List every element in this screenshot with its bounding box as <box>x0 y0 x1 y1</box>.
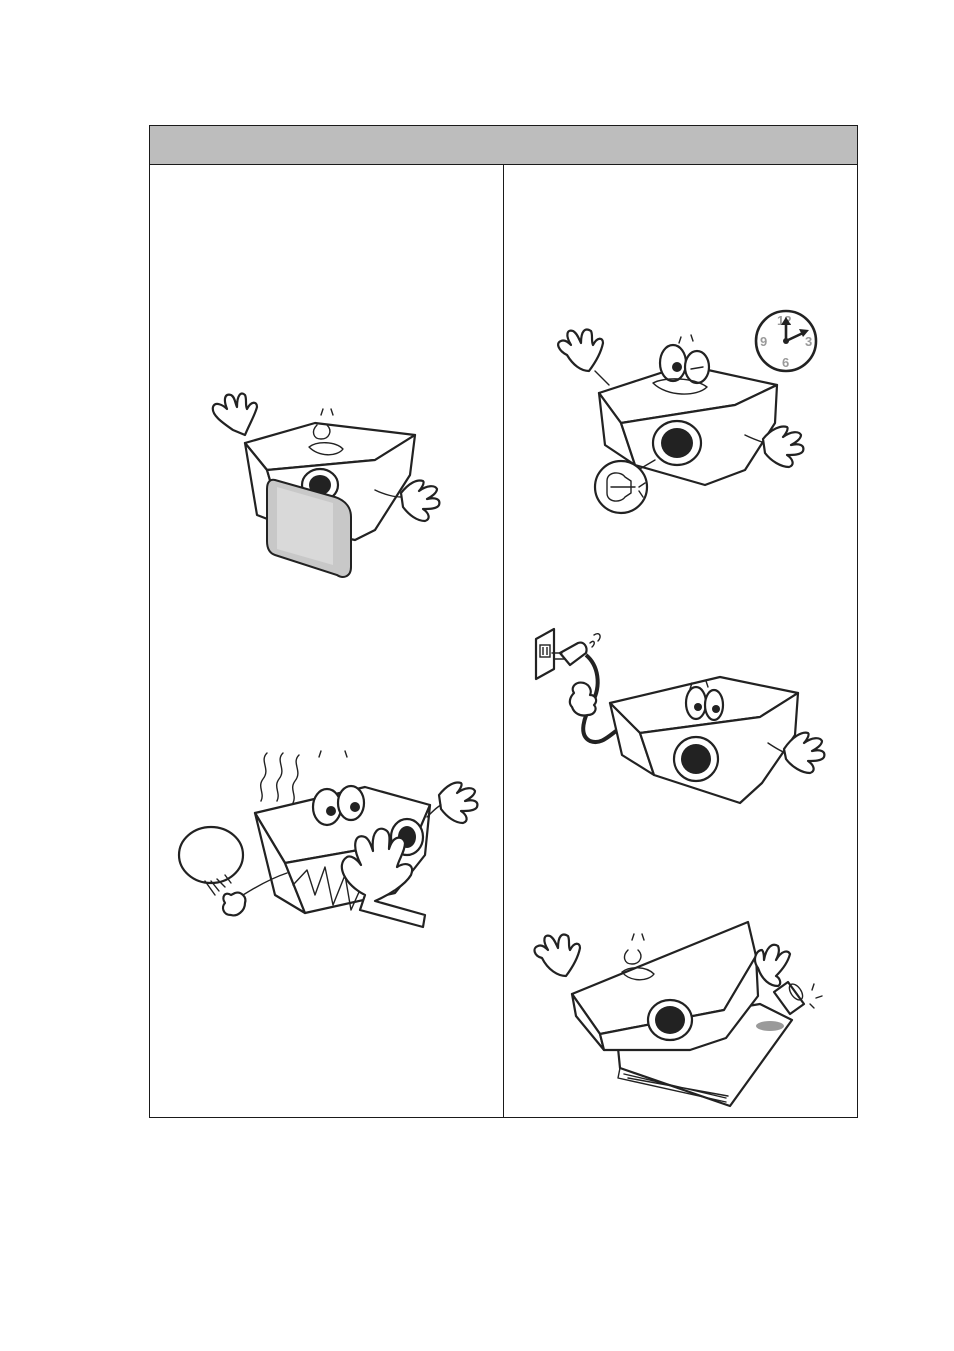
clock-three: 3 <box>805 334 812 349</box>
projector-lamp-clock-icon: 12 3 6 9 <box>555 305 830 520</box>
table-header <box>150 126 857 165</box>
projector-unplug-icon <box>530 625 835 810</box>
safety-table <box>149 125 858 1118</box>
clock-nine: 9 <box>760 334 767 349</box>
projector-blocked-by-card-icon <box>205 385 445 585</box>
clock-six: 6 <box>782 355 789 370</box>
projector-hot-vents-icon <box>175 745 485 930</box>
column-divider <box>503 165 504 1118</box>
projector-tilted-spill-icon <box>530 920 830 1110</box>
